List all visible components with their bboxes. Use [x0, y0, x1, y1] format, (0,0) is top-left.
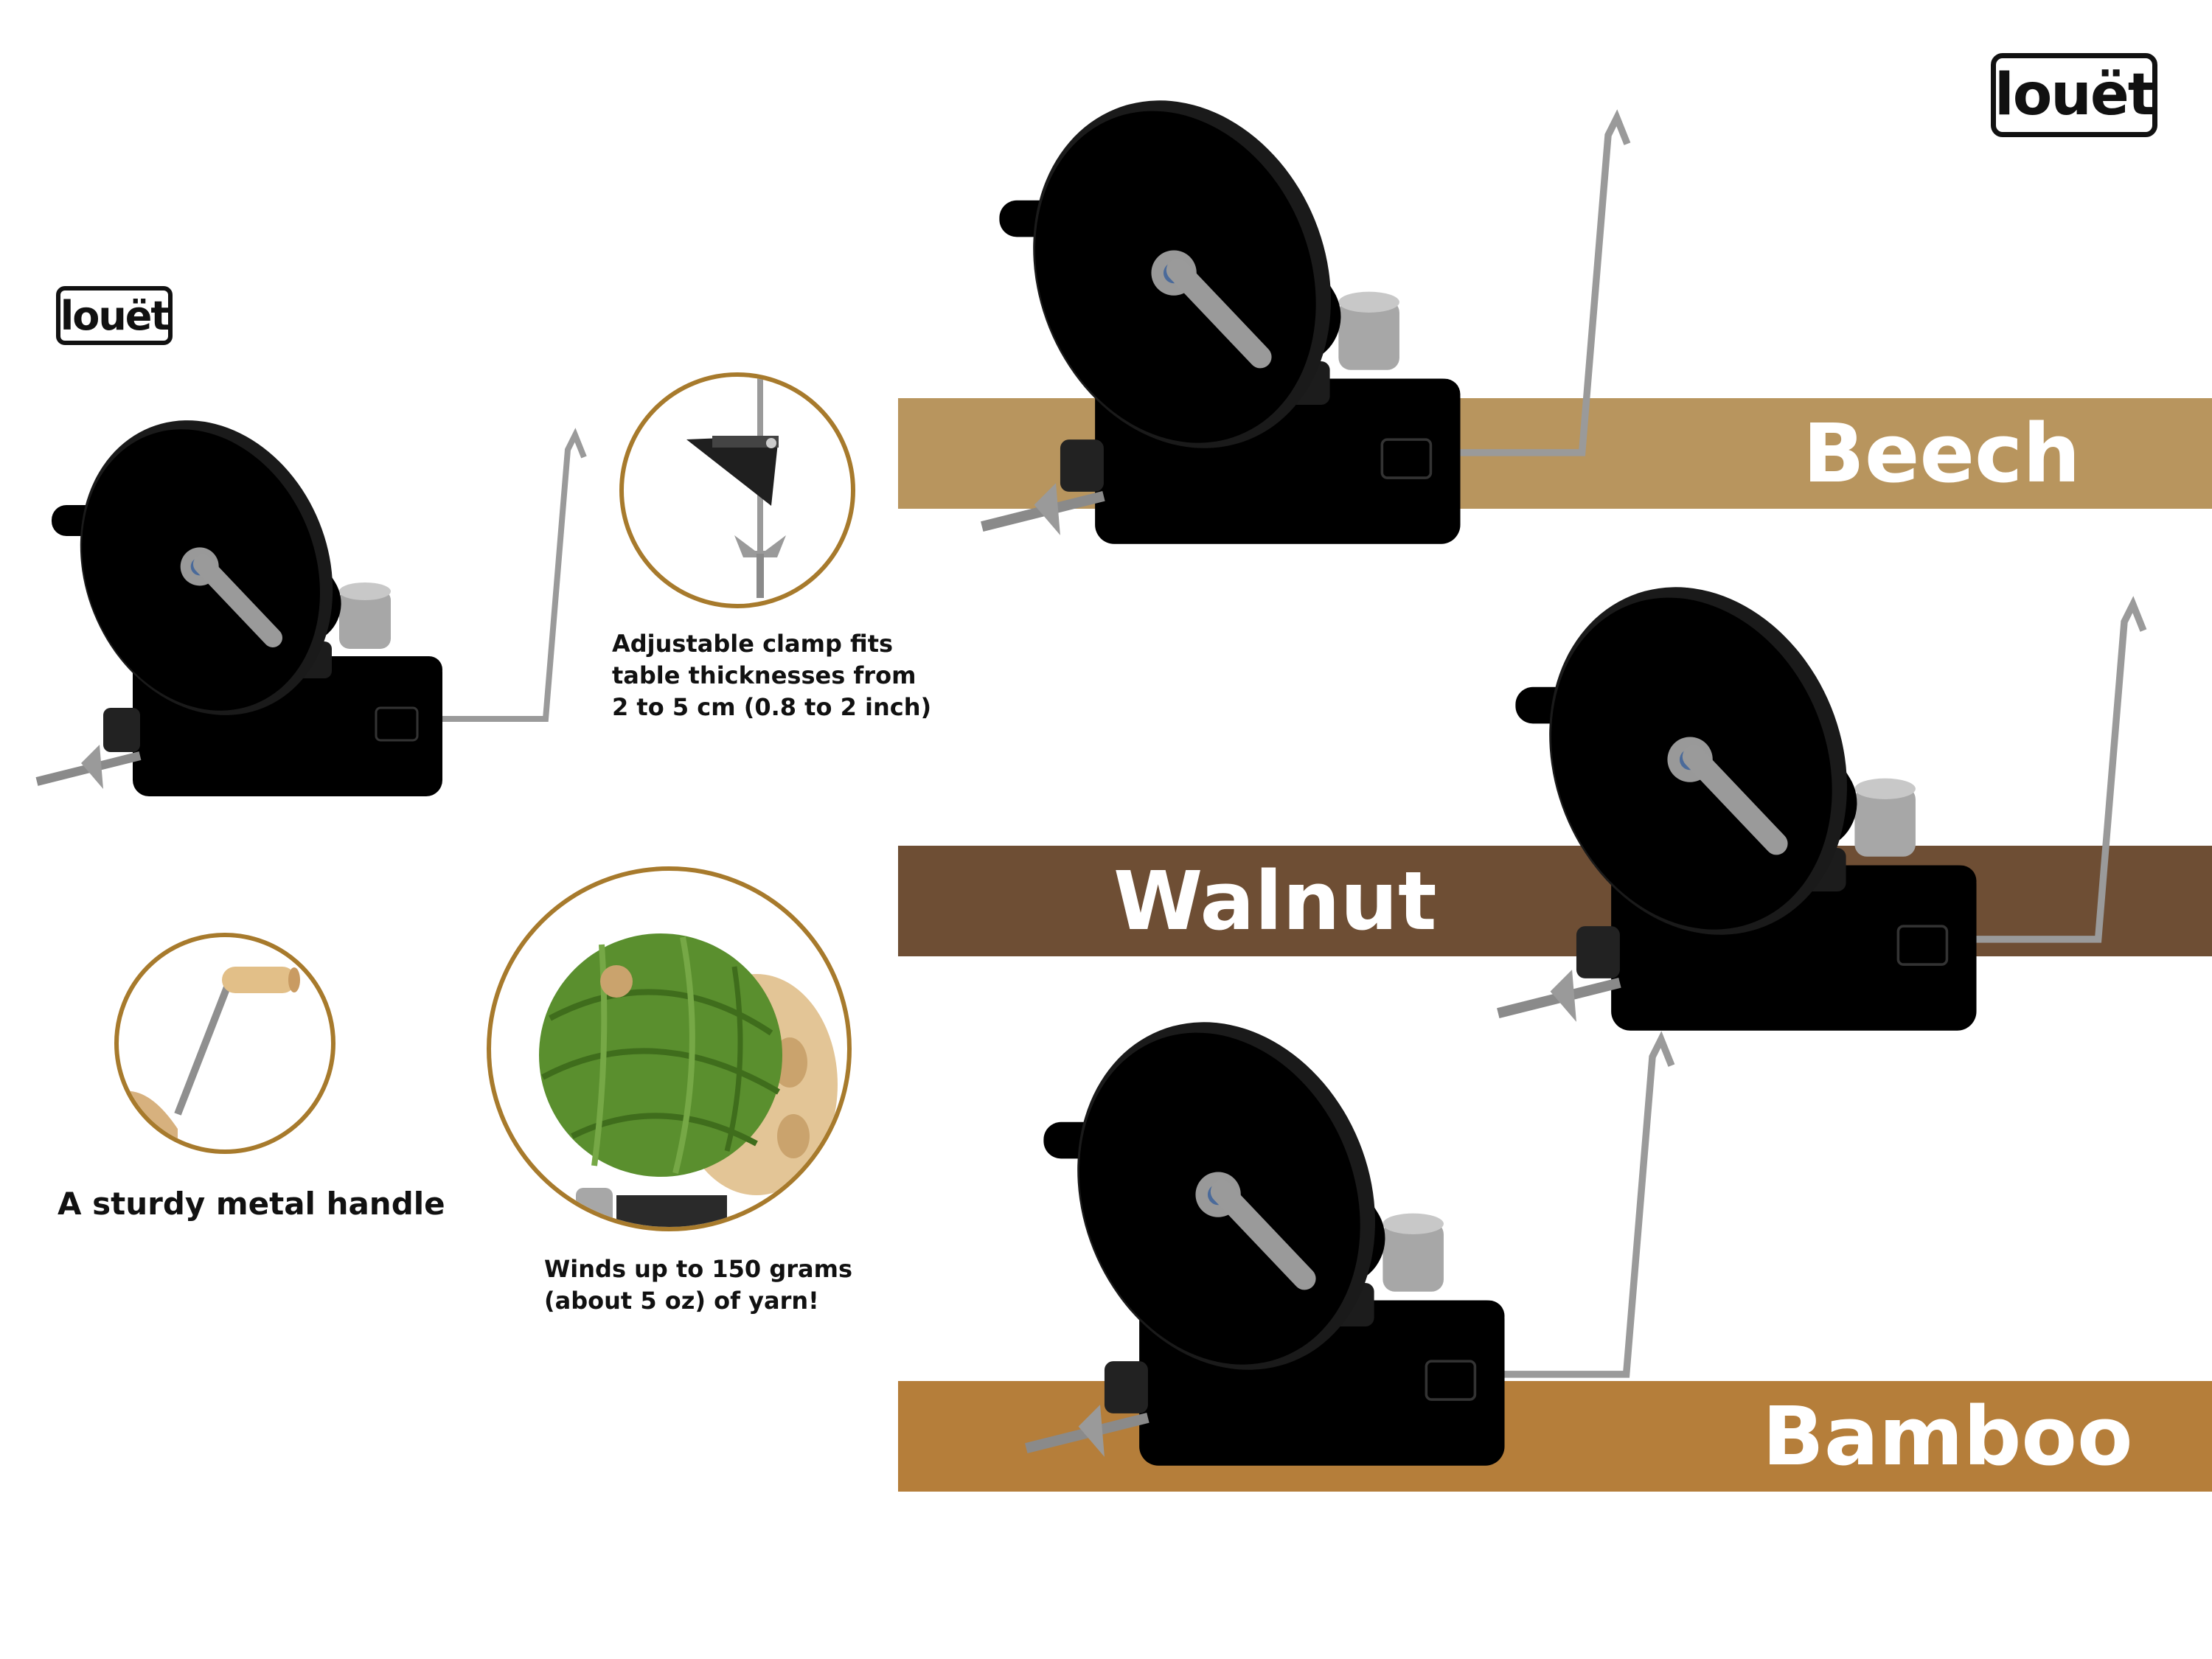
beech-winder-image: .bw .wood{fill:#d7b17e} .bw .woodtop{fil…: [973, 81, 1652, 641]
yarn-caption-line-2: (about 5 oz) of yarn!: [544, 1287, 819, 1315]
variant-label-walnut: Walnut: [1113, 854, 1437, 948]
louet-logo-large: louët: [1991, 53, 2157, 137]
clamp-caption: Adjustable clamp fits table thicknesses …: [612, 628, 931, 724]
clamp-caption-line-2: table thicknesses from: [612, 661, 917, 690]
yarn-ball-icon: [539, 933, 838, 1227]
handle-detail-circle: [114, 933, 335, 1154]
yarn-caption: Winds up to 150 grams (about 5 oz) of ya…: [544, 1253, 852, 1317]
louet-logo-small: louët: [56, 286, 173, 345]
main-winder-image: .lw .wood{fill:#d7b17e} .lw .woodtop{fil…: [29, 413, 605, 870]
clamp-icon: [686, 377, 786, 598]
logo-text: louët: [60, 292, 170, 339]
handle-caption: A sturdy metal handle: [58, 1186, 445, 1222]
logo-text: louët: [1994, 62, 2155, 128]
variant-label-beech: Beech: [1803, 406, 2081, 501]
bamboo-winder-image: .baw .wood{fill:#c88d45} .baw .woodtop{f…: [1018, 1018, 1696, 1548]
yarn-detail-circle: [487, 866, 852, 1231]
clamp-detail-circle: [619, 372, 855, 608]
clamp-caption-line-1: Adjustable clamp fits: [612, 630, 894, 658]
handle-icon: [119, 967, 300, 1150]
variant-label-bamboo: Bamboo: [1762, 1389, 2133, 1484]
clamp-caption-line-3: 2 to 5 cm (0.8 to 2 inch): [612, 693, 932, 722]
yarn-caption-line-1: Winds up to 150 grams: [544, 1255, 852, 1283]
